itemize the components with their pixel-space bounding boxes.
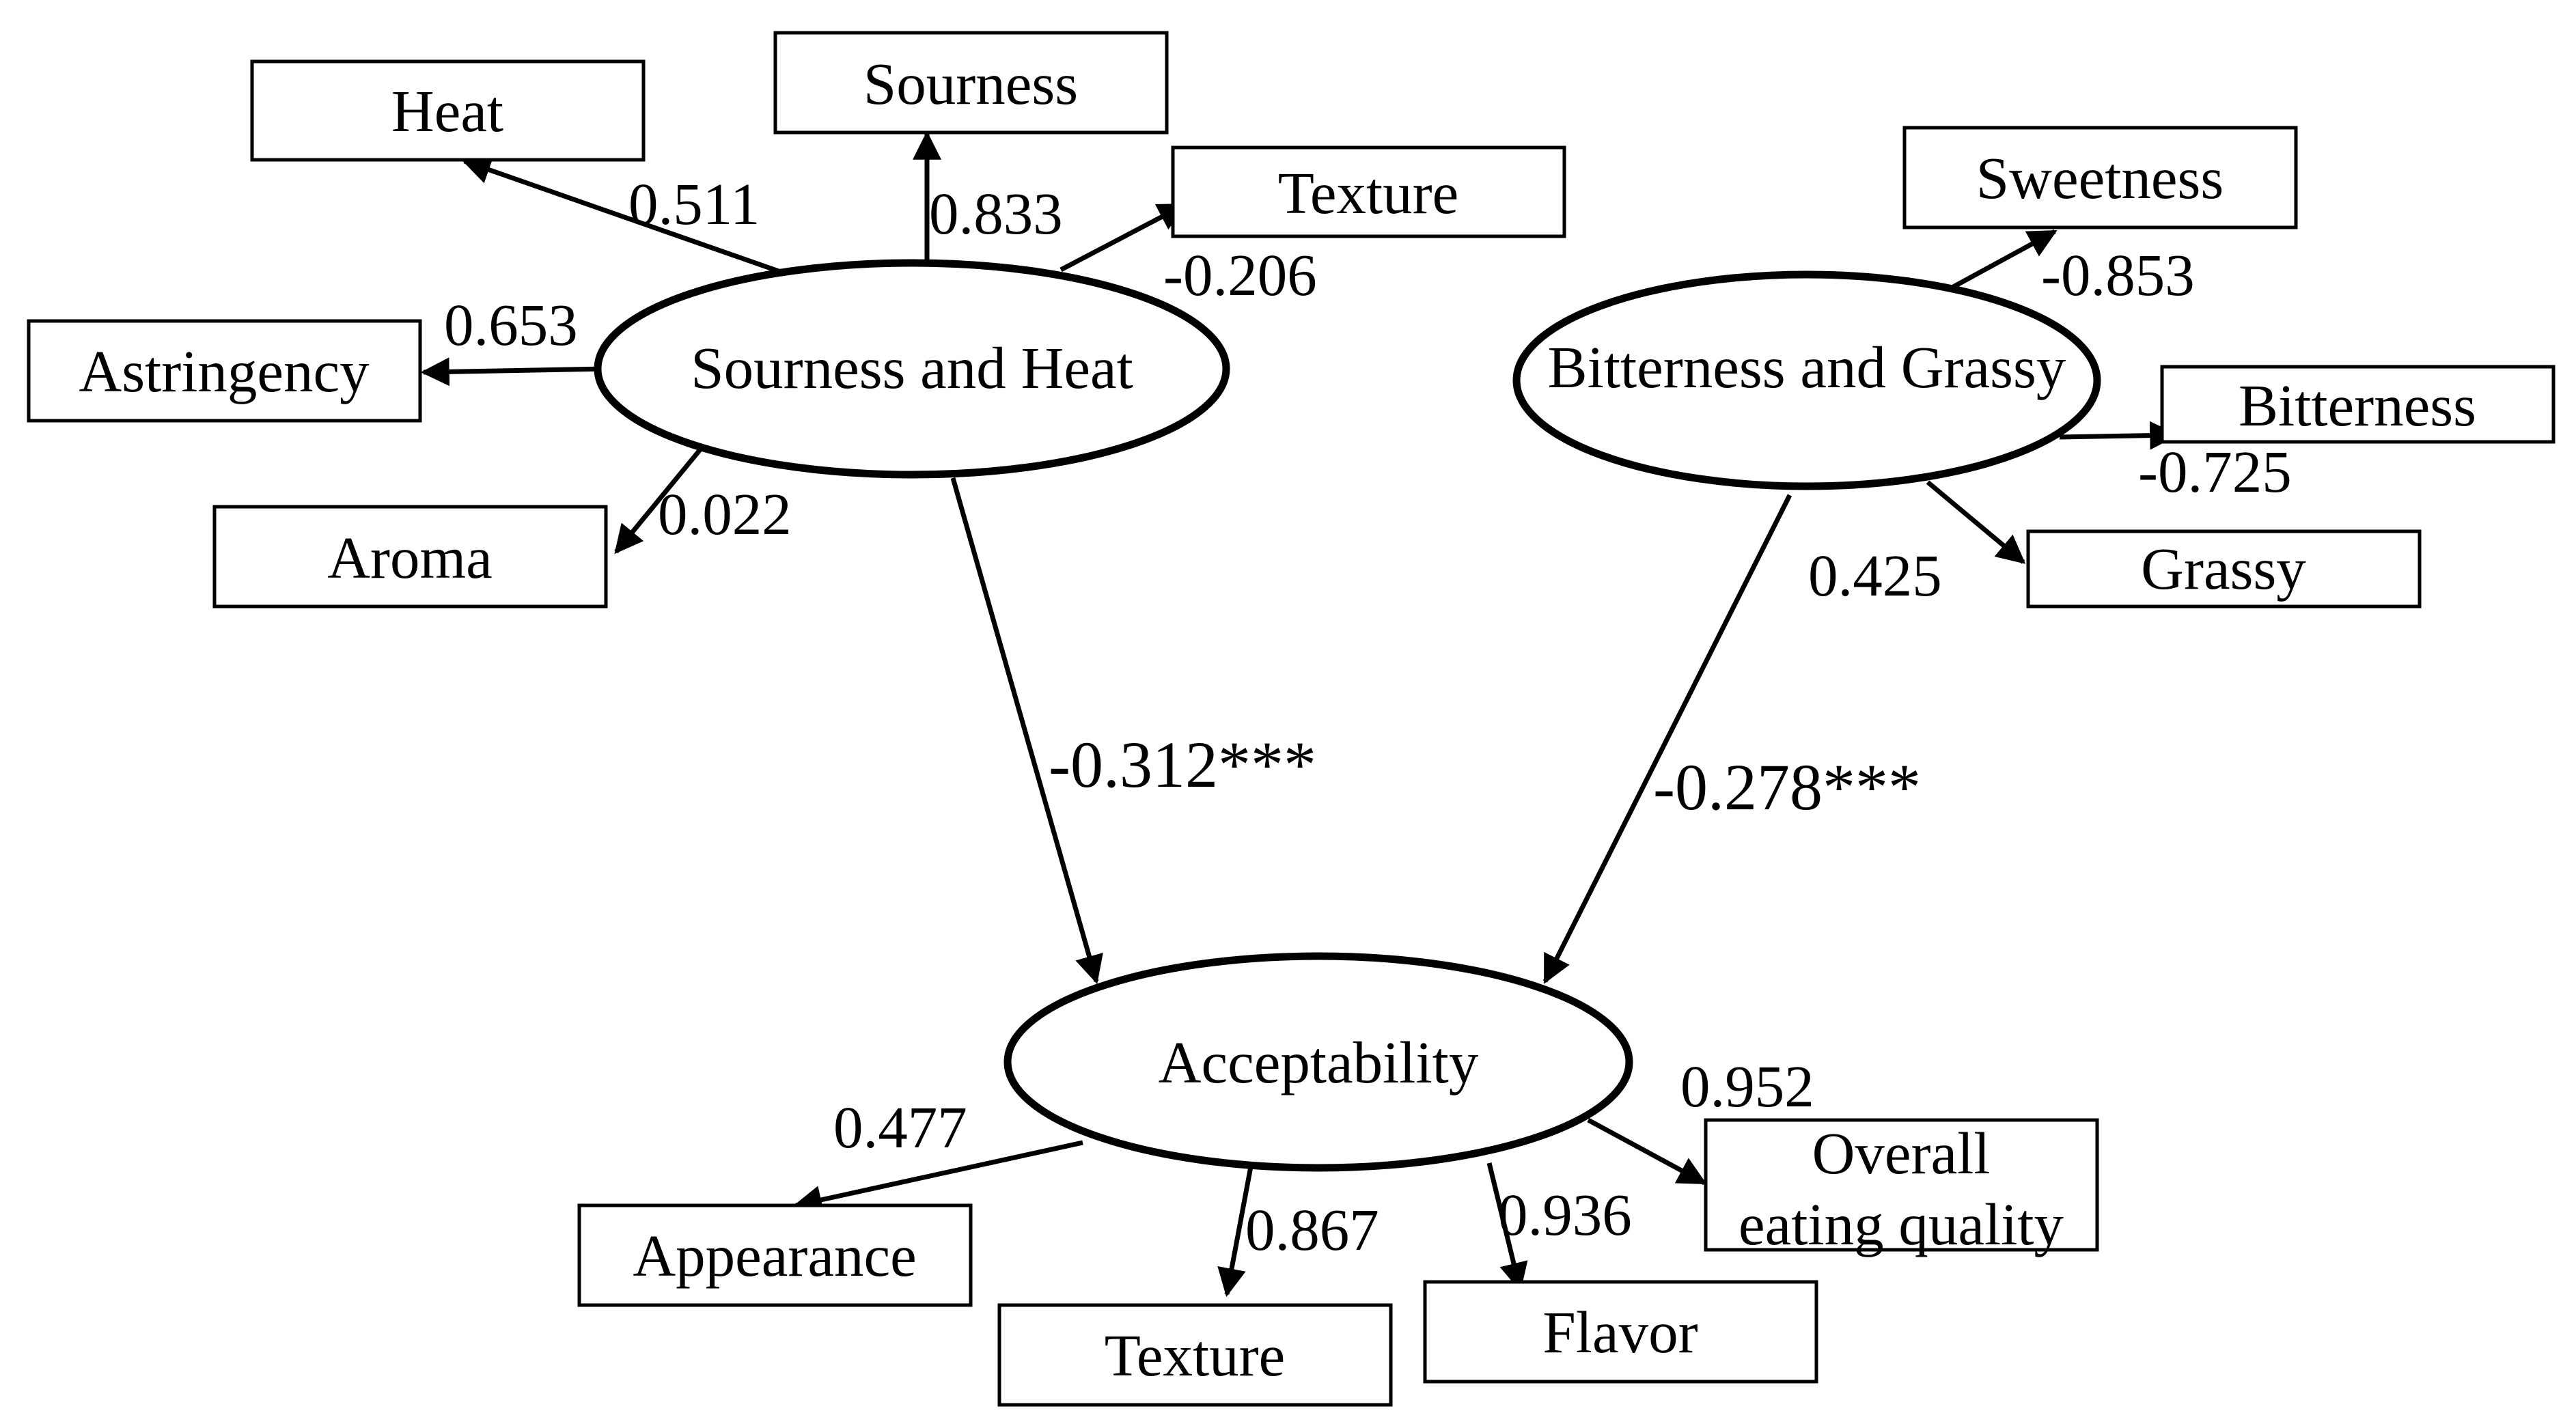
indicator-flavor-label: Flavor [1542,1299,1698,1365]
latent-sourness-heat: Sourness and Heat [594,259,1230,479]
indicator-texture-top: Texture [1171,145,1566,238]
arrow-sh-astringency [420,357,607,387]
arrow-acc-flavor [1486,1162,1528,1292]
indicator-appearance-label: Appearance [633,1222,916,1289]
coef-bitterness-grassy-to-acceptability: -0.278*** [1653,751,1921,824]
coef-aroma: 0.022 [658,481,792,547]
latent-bitterness-grassy-label: Bitterness and Grassy [1548,334,2066,400]
coef-bitterness: -0.725 [2138,438,2292,505]
coef-appearance: 0.477 [833,1094,967,1160]
coef-flavor: 0.936 [1498,1182,1632,1248]
arrow-bg-grassy [1926,480,2026,564]
latent-sourness-heat-label: Sourness and Heat [691,335,1133,401]
indicator-sweetness-label: Sweetness [1976,145,2224,211]
indicator-overall-label-line1: Overall [1812,1120,1991,1186]
coef-heat: 0.511 [628,171,760,237]
latent-bitterness-grassy: Bitterness and Grassy [1512,270,2101,490]
coef-grassy: 0.425 [1808,542,1942,609]
indicator-sweetness: Sweetness [1902,126,2298,229]
arrow-sh-aroma [614,435,712,555]
coef-astringency: 0.653 [444,292,578,358]
indicator-astringency: Astringency [27,319,422,423]
indicator-sourness: Sourness [773,31,1169,135]
latent-acceptability: Acceptability [1003,952,1633,1172]
indicator-grassy-label: Grassy [2141,535,2306,602]
coef-overall: 0.952 [1680,1053,1814,1119]
coef-sourness-heat-to-acceptability: -0.312*** [1049,728,1316,801]
latent-acceptability-label: Acceptability [1159,1029,1479,1095]
arrow-sh-heat [462,156,792,278]
indicator-texture-bottom-label: Texture [1105,1322,1285,1388]
coef-texture-top: -0.206 [1163,242,1317,308]
arrow-bg-bitterness [2059,421,2179,450]
coef-texture-bottom: 0.867 [1245,1197,1379,1263]
indicator-aroma-label: Aroma [327,525,493,591]
indicator-flavor: Flavor [1423,1280,1818,1384]
indicator-heat: Heat [250,59,646,162]
indicator-grassy: Grassy [2026,529,2422,609]
indicator-appearance: Appearance [577,1203,973,1307]
arrow-acc-appearance [792,1140,1083,1214]
indicator-texture-top-label: Texture [1278,160,1458,226]
indicator-astringency-label: Astringency [79,338,370,404]
indicator-bitterness: Bitterness [2160,365,2556,444]
indicator-heat-label: Heat [391,78,503,144]
coef-sweetness: -0.853 [2041,242,2195,308]
indicator-aroma: Aroma [212,505,608,609]
indicator-texture-bottom: Texture [997,1303,1393,1407]
arrow-bg-acceptability [1542,494,1792,984]
indicator-sourness-label: Sourness [863,51,1078,117]
indicator-bitterness-label: Bitterness [2239,372,2476,438]
arrow-sh-acceptability [950,477,1103,985]
path-arrows [420,130,2179,1298]
arrow-acc-overall [1587,1117,1707,1186]
arrow-acc-texture [1217,1162,1254,1298]
coef-sourness: 0.833 [929,180,1063,247]
indicator-overall-eating-quality: Overall eating quality [1704,1118,2099,1257]
arrow-sh-texture [1060,202,1187,272]
coefficient-labels: 0.511 0.833 -0.206 0.653 0.022 -0.853 -0… [444,171,2292,1263]
arrow-bg-sweetness [1947,229,2058,292]
indicator-overall-label-line2: eating quality [1739,1191,2064,1257]
